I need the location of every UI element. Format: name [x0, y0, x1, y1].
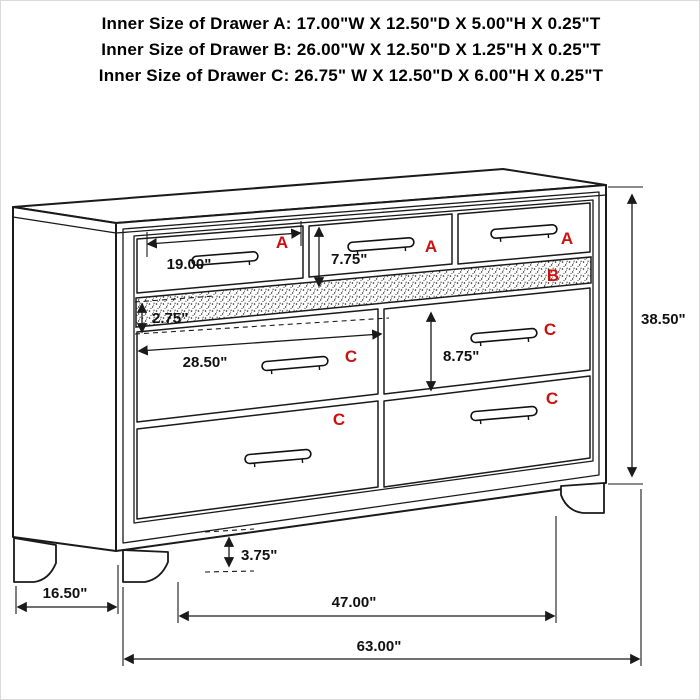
spec-line-drawer-a: Inner Size of Drawer A: 17.00"W X 12.50"… [101, 14, 601, 33]
dim-label-drawer-c-height: 8.75" [443, 348, 479, 365]
dimension-annotations: 19.00" 7.75" 2.75" 28.50" 8.75" [15, 186, 686, 666]
drawer-c-right-bottom [383, 375, 591, 488]
label-drawer-a-middle: A [425, 237, 437, 256]
front-left-foot [122, 549, 169, 583]
label-drawer-c-right-bottom: C [546, 389, 558, 408]
dresser-drawing: A A A B C C C C [12, 168, 607, 583]
back-left-foot [13, 537, 57, 583]
dim-label-leg-span-width: 47.00" [332, 594, 377, 611]
dimension-arrow [137, 329, 383, 356]
projection-line [204, 570, 255, 573]
dim-drawer-c-width: 28.50" [137, 329, 383, 371]
dresser-left-side-panel [12, 206, 117, 552]
dim-label-drawer-a-height: 7.75" [331, 251, 367, 268]
dim-overall-height: 38.50" [608, 186, 686, 485]
dim-label-overall-width: 63.00" [357, 638, 402, 655]
dim-label-drawer-b-height: 2.75" [152, 310, 188, 327]
spec-line-drawer-c: Inner Size of Drawer C: 26.75" W X 12.50… [98, 66, 604, 85]
dim-label-leg-height: 3.75" [241, 547, 277, 564]
dim-drawer-a-height: 7.75" [313, 226, 367, 288]
drawer-b-glitter-strip [135, 256, 592, 328]
spec-line-drawer-b: Inner Size of Drawer B: 26.00"W X 12.50"… [101, 40, 601, 59]
dim-overall-width: 63.00" [122, 489, 642, 666]
dimension-arrow [146, 228, 302, 249]
dim-side-depth: 16.50" [15, 565, 119, 614]
projection-line [134, 317, 390, 335]
front-frame-molding [122, 191, 600, 544]
label-drawer-c-left-bottom: C [333, 410, 345, 429]
top-molding-front-line [115, 194, 607, 234]
dim-drawer-b-height: 2.75" [134, 295, 390, 335]
label-drawer-c-right-top: C [544, 320, 556, 339]
label-drawer-b: B [547, 266, 559, 285]
dim-drawer-c-height: 8.75" [425, 311, 479, 392]
projection-line [204, 528, 255, 533]
label-drawer-a-left: A [276, 233, 288, 252]
dim-label-drawer-c-width: 28.50" [183, 354, 228, 371]
spec-header: Inner Size of Drawer A: 17.00"W X 12.50"… [1, 11, 699, 89]
front-right-foot [560, 482, 605, 514]
top-molding-side-line [12, 216, 117, 234]
label-drawer-c-left-top: C [345, 347, 357, 366]
dim-leg-span-width: 47.00" [177, 516, 557, 623]
dim-drawer-a-width: 19.00" [146, 221, 302, 273]
dim-label-drawer-a-width: 19.00" [167, 256, 212, 273]
label-drawer-a-right: A [561, 229, 573, 248]
dim-leg-height: 3.75" [204, 528, 277, 573]
dim-label-overall-height: 38.50" [641, 311, 686, 328]
dim-label-side-depth: 16.50" [43, 585, 88, 602]
front-frame-inner-opening [133, 199, 594, 524]
projection-line [134, 295, 215, 303]
